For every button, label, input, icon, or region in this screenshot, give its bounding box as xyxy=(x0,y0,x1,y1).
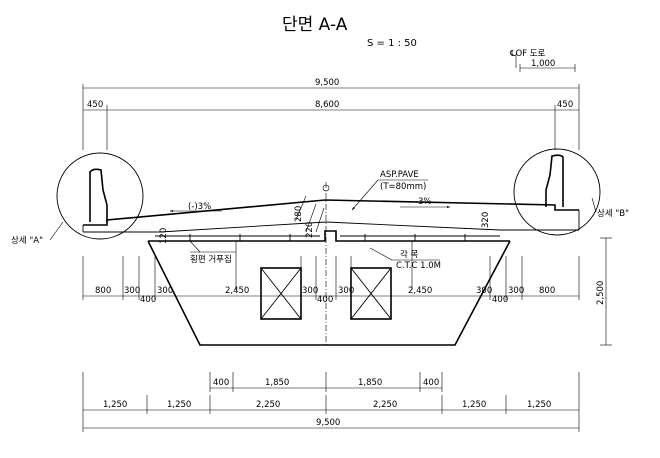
rib-ctc-label: C.T.C 1.0M xyxy=(396,261,441,271)
dim-r1-0: 800 xyxy=(95,286,111,296)
rib-label: 각 목 xyxy=(400,249,419,260)
detail-a-label: 상세 "A" xyxy=(11,235,43,246)
dim-r2-2: 1,850 xyxy=(358,378,382,388)
dim-right-edge: 450 xyxy=(557,100,573,110)
dim-overall-bottom-label: 9,500 xyxy=(316,418,340,428)
dim-h2500: 2,500 xyxy=(596,281,606,305)
formwork-box xyxy=(147,230,511,346)
box-labels: 횡편 거푸집 각 목 C.T.C 1.0M xyxy=(189,240,441,271)
dim-r2-3: 400 xyxy=(423,378,439,388)
dim-r2-0: 400 xyxy=(213,378,229,388)
slope-annotations: (-)3% 3% ASP.PAVE (T=80mm) xyxy=(169,170,451,213)
dim-r1s-0: 400 xyxy=(140,295,156,305)
dim-r1-7: 300 xyxy=(476,286,492,296)
dim-mid-top: 8,600 xyxy=(315,100,339,110)
dim-r1-8: 300 xyxy=(508,286,524,296)
deck-slab xyxy=(82,199,580,233)
dim-r3-3: 2,250 xyxy=(373,400,397,410)
dim-r3-1: 1,250 xyxy=(167,400,191,410)
dim-row-1: 800 300 400 300 2,450 300 400 300 2,450 … xyxy=(82,256,580,305)
dim-r1-5: 300 xyxy=(338,286,354,296)
dim-h320: 320 xyxy=(481,212,491,228)
dim-h220: 220 xyxy=(305,222,315,238)
slope-left: (-)3% xyxy=(188,202,211,212)
dim-r2-1: 1,850 xyxy=(265,378,289,388)
dim-r1-3: 2,450 xyxy=(225,286,249,296)
dim-row-3: 1,250 1,250 2,250 2,250 1,250 1,250 xyxy=(82,372,580,432)
dim-left-edge: 450 xyxy=(87,100,103,110)
detail-b: 상세 "B" xyxy=(513,148,629,236)
dim-overall-top: 9,500 xyxy=(315,78,339,88)
dim-r3-4: 1,250 xyxy=(462,400,486,410)
pave-thickness: (T=80mm) xyxy=(380,182,426,192)
detail-b-label: 상세 "B" xyxy=(597,208,629,219)
dim-r1-6: 2,450 xyxy=(408,286,432,296)
dim-r1-1: 300 xyxy=(124,286,140,296)
cross-beam-label: 횡편 거푸집 xyxy=(190,254,232,265)
drawing-title: 단면 A-A xyxy=(282,15,348,35)
dim-h280: 280 xyxy=(294,206,304,222)
dim-r1-9: 800 xyxy=(539,286,555,296)
pave-label: ASP.PAVE xyxy=(380,170,419,180)
dim-r1-2: 300 xyxy=(157,286,173,296)
detail-a: 상세 "A" xyxy=(11,152,144,246)
dim-r3-2: 2,250 xyxy=(256,400,280,410)
scale-label: S = 1 : 50 xyxy=(367,38,417,49)
top-dimensions: 1,000 9,500 450 8,600 450 xyxy=(82,54,580,150)
dim-r1-4: 300 xyxy=(302,286,318,296)
dim-r1s-2: 400 xyxy=(492,295,508,305)
dim-cl-offset: 1,000 xyxy=(531,59,555,69)
centerline-label: ℄OF 도로 xyxy=(509,49,546,59)
slope-right: 3% xyxy=(418,197,432,207)
dim-r3-0: 1,250 xyxy=(103,400,127,410)
dim-r1s-1: 400 xyxy=(317,295,333,305)
dim-overall-bottom: 9,500 xyxy=(83,418,579,429)
height-dimension: 2,500 xyxy=(596,237,612,346)
dim-row-2: 400 1,850 1,850 400 xyxy=(209,372,443,392)
dim-r3-5: 1,250 xyxy=(527,400,551,410)
